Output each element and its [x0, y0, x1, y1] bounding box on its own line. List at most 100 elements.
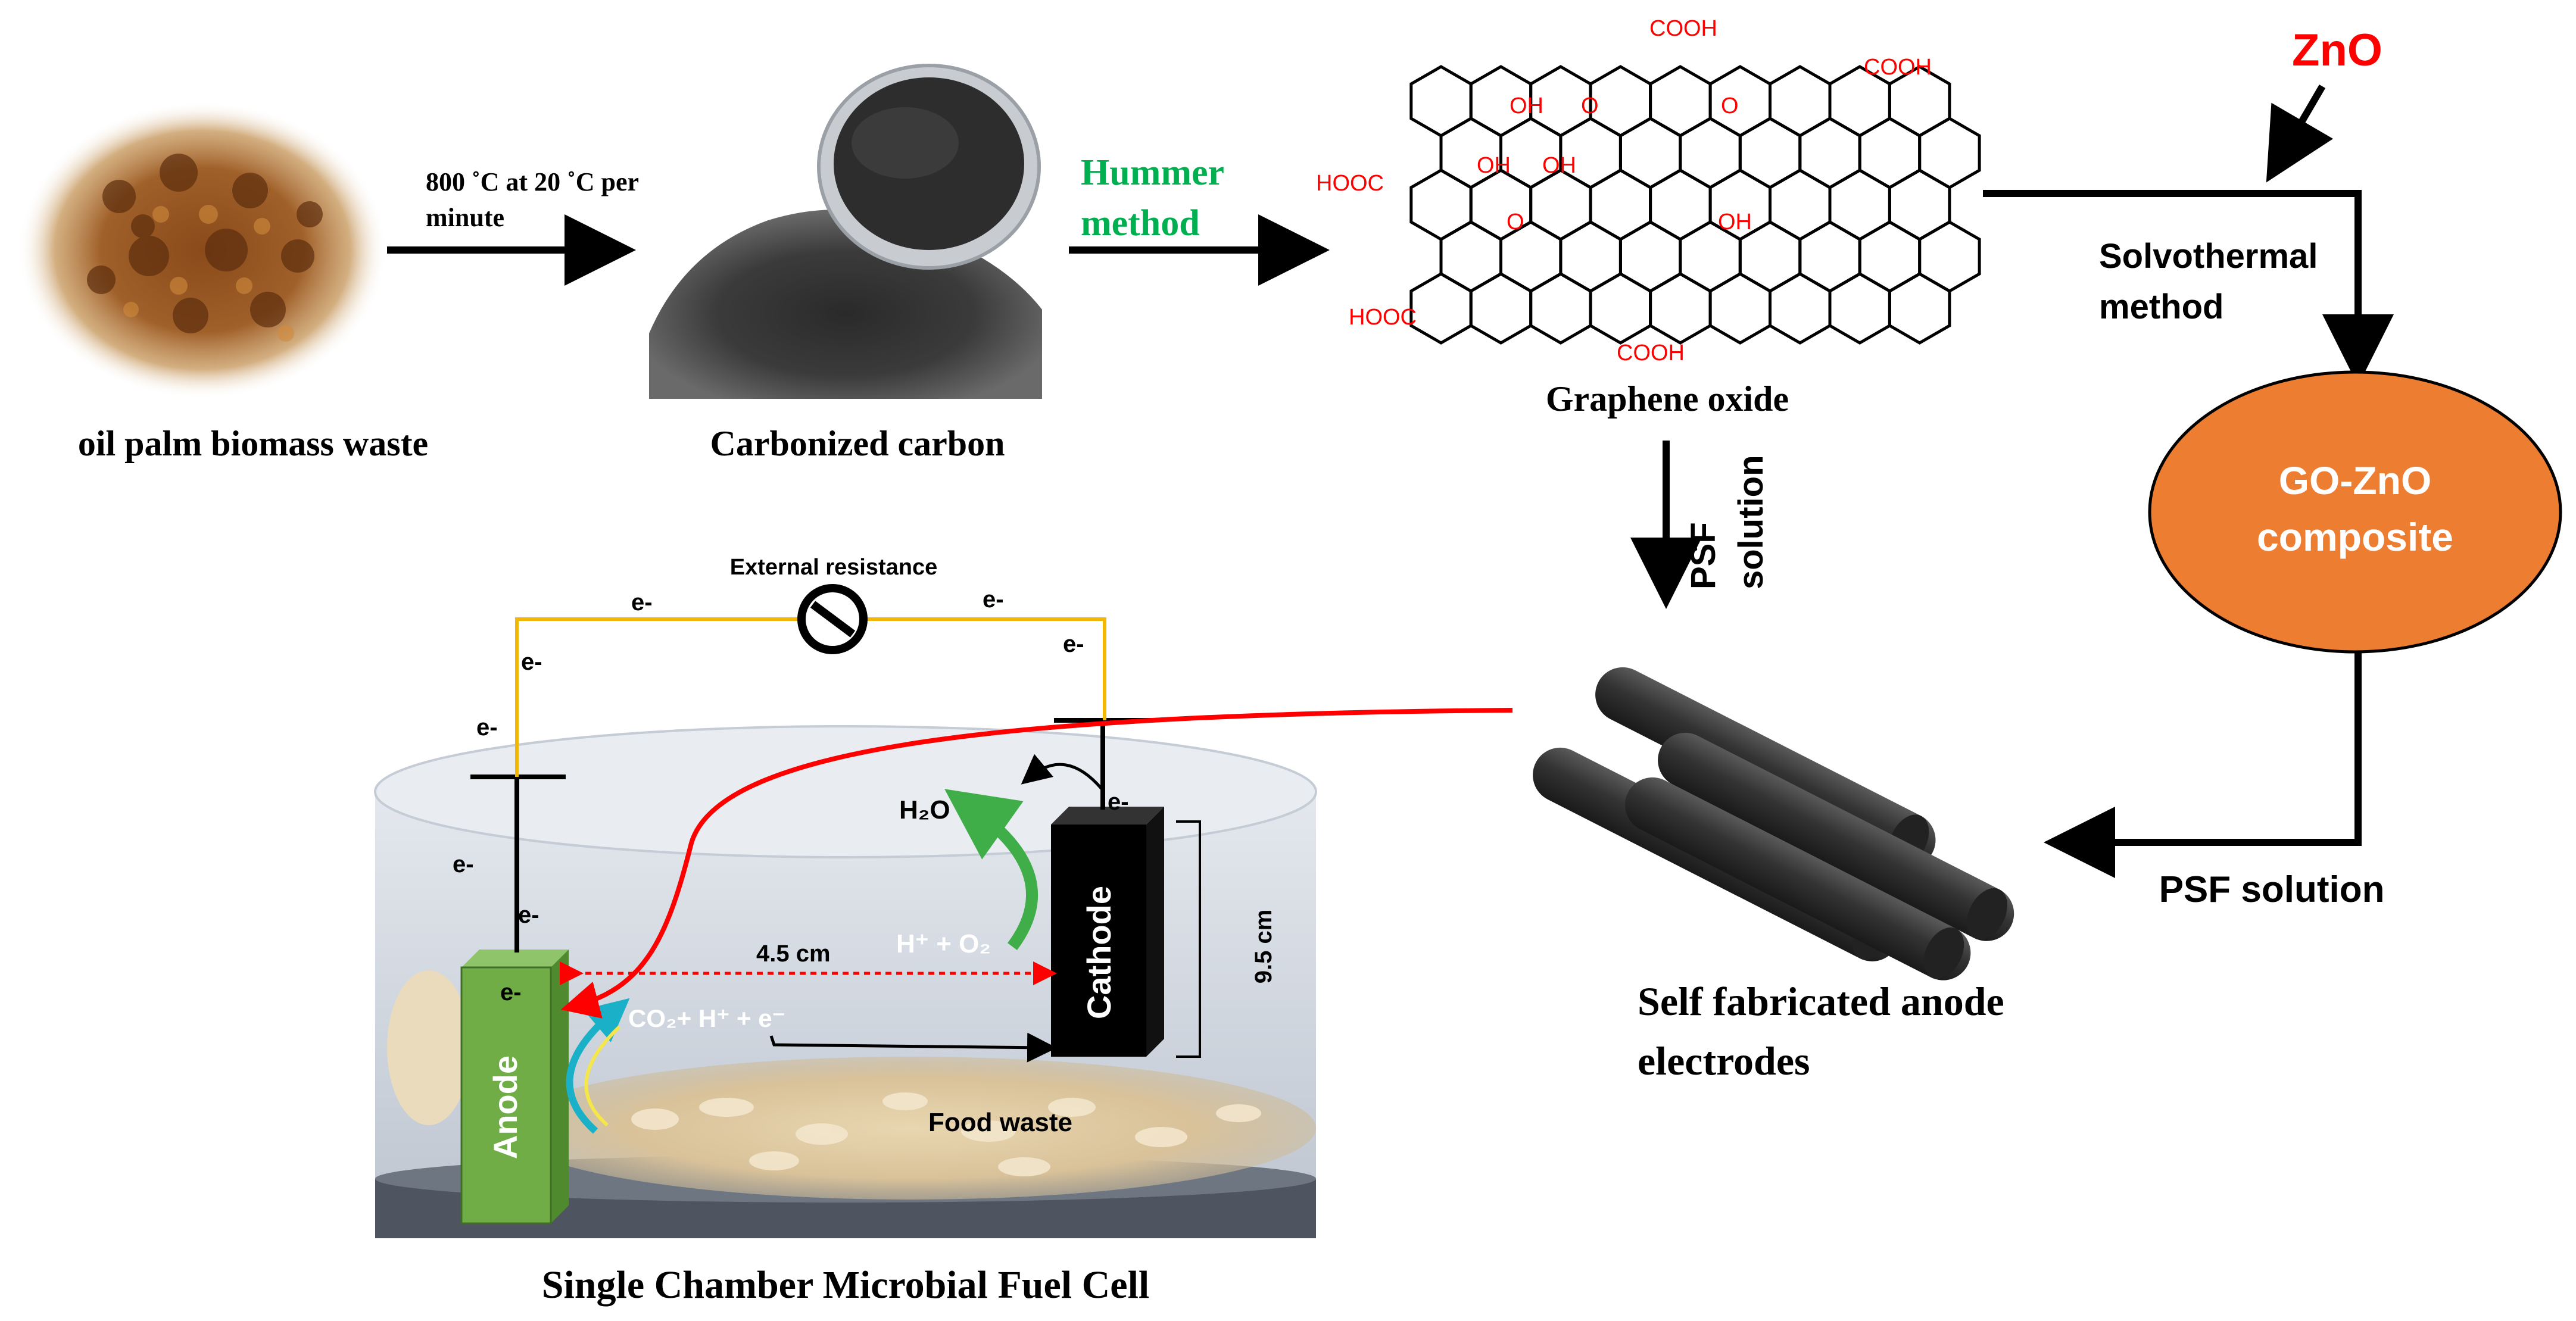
go-hexagon-ring: [1409, 168, 1473, 241]
go-group-hooc-left: HOOC: [1316, 171, 1384, 196]
composite-label-line2: composite: [2257, 515, 2453, 559]
go-group-oh-4: OH: [1718, 210, 1752, 235]
graphene-oxide-label: Graphene oxide: [1546, 379, 1789, 419]
go-hexagon-ring: [1529, 272, 1592, 345]
anode-reaction-label: CO₂+ H⁺ + e⁻: [628, 1004, 785, 1032]
fuel-cell-title: Single Chamber Microbial Fuel Cell: [542, 1263, 1150, 1307]
arrow-zno-in: [2266, 84, 2334, 183]
water-label: H₂O: [899, 795, 950, 825]
go-hexagon-ring: [1649, 272, 1712, 345]
go-hexagon-ring: [1589, 168, 1652, 241]
hummer-method-line2: method: [1081, 203, 1200, 243]
go-hexagon-ring: [1708, 272, 1772, 345]
go-hexagon-ring: [1649, 65, 1712, 138]
electrodes-label-line1: Self fabricated anode: [1638, 979, 2004, 1024]
hummer-method-line1: Hummer: [1081, 152, 1224, 193]
solvothermal-method-line1: Solvothermal: [2099, 237, 2318, 276]
go-group-cooh-top-right: COOH: [1864, 55, 1932, 80]
go-group-oh-1: OH: [1510, 93, 1543, 118]
go-hexagon-ring: [1798, 220, 1861, 293]
water-arrow: [944, 789, 1038, 950]
carbonization-condition-line2: minute: [426, 203, 504, 232]
food-waste-image: [387, 970, 1316, 1200]
psf-solution-vertical-line2: solution: [1732, 455, 1770, 589]
cathode-label: Cathode: [1080, 886, 1118, 1019]
electron-2: e-: [983, 586, 1004, 613]
go-hexagon-ring: [1798, 117, 1861, 189]
go-hexagon-ring: [1469, 272, 1533, 345]
go-hexagon-ring: [1679, 117, 1742, 189]
solvothermal-path: [1983, 190, 2394, 386]
cathode-block: [1051, 807, 1164, 1057]
electrodes-label-line2: electrodes: [1638, 1038, 1810, 1083]
go-hexagon-ring: [1918, 117, 1981, 189]
external-resistance-label: External resistance: [730, 555, 938, 580]
go-group-oh-3: OH: [1542, 153, 1576, 178]
electrode-to-anode-path: [560, 708, 1513, 1019]
go-hexagon-ring: [1769, 168, 1832, 241]
go-hexagon-ring: [1439, 220, 1502, 293]
zno-label: ZnO: [2292, 25, 2382, 76]
go-zno-composite-ellipse: [2148, 370, 2562, 654]
go-hexagon-ring: [1769, 65, 1832, 138]
go-group-cooh-top: COOH: [1649, 16, 1717, 41]
psf-solution-horizontal: PSF solution: [2159, 869, 2385, 910]
anode-reaction-arrow-inner: [584, 1025, 621, 1127]
electron-6: e-: [453, 851, 474, 877]
height-label: 9.5 cm: [1250, 910, 1277, 984]
anode-reaction-arrow: [566, 998, 630, 1134]
go-hexagon-ring: [1918, 220, 1981, 293]
proton-oxygen-label: H⁺ + O₂: [896, 929, 991, 958]
height-bracket: [1176, 820, 1201, 1058]
go-hexagon-ring: [1828, 168, 1891, 241]
go-hexagon-ring: [1738, 117, 1802, 189]
composite-label-line1: GO-ZnO: [2279, 458, 2432, 502]
resistor-icon: [797, 584, 868, 654]
go-hexagon-ring: [1858, 220, 1922, 293]
carbonization-condition-line1: 800 ˚C at 20 ˚C per: [426, 167, 639, 196]
go-hexagon-ring: [1529, 168, 1592, 241]
food-waste-label: Food waste: [928, 1108, 1072, 1137]
electron-labels: e- e- e- e- e- e- e- e- e-: [453, 586, 1129, 1005]
go-group-hooc-bottom-left: HOOC: [1349, 305, 1417, 330]
go-hexagon-ring: [1769, 272, 1832, 345]
go-hexagon-ring: [1409, 65, 1473, 138]
anode-label: Anode: [486, 1055, 524, 1159]
electron-4: e-: [1063, 631, 1084, 657]
solvothermal-method-line2: method: [2099, 288, 2223, 326]
psf-solution-vertical-line1: PSF: [1684, 522, 1723, 589]
cathode-electron-loop-arrow: [1021, 754, 1103, 790]
go-hexagon-ring: [1618, 220, 1682, 293]
go-hexagon-ring: [1589, 65, 1652, 138]
carbon-powder-image: [649, 64, 1042, 399]
distance-label: 4.5 cm: [756, 941, 831, 967]
go-hexagon-ring: [1888, 272, 1951, 345]
go-hexagon-ring: [1888, 168, 1951, 241]
electron-3: e-: [521, 649, 542, 675]
proton-transfer-arrow: [769, 1032, 1057, 1063]
anode-electrode-rods: [1533, 667, 2014, 980]
go-hexagon-ring: [1708, 65, 1772, 138]
biomass-image: [18, 101, 387, 399]
go-hexagon-ring: [1618, 117, 1682, 189]
electron-9: e-: [1108, 789, 1129, 815]
go-group-o-2: O: [1721, 93, 1739, 118]
go-hexagon-ring: [1649, 168, 1712, 241]
biomass-label: oil palm biomass waste: [78, 424, 428, 463]
electron-1: e-: [631, 589, 653, 616]
electron-5: e-: [476, 714, 498, 741]
go-hexagon-ring: [1409, 272, 1473, 345]
go-hexagon-ring: [1858, 117, 1922, 189]
electron-7: e-: [518, 902, 539, 928]
composite-to-electrodes-path: [2044, 652, 2362, 878]
go-group-o-3: O: [1507, 210, 1524, 235]
graphene-oxide-structure: [1409, 65, 1981, 345]
go-functional-groups: COOH COOH HOOC HOOC COOH OH OH OH OH O O…: [1316, 16, 1932, 366]
go-hexagon-ring: [1828, 272, 1891, 345]
go-group-cooh-bottom: COOH: [1617, 341, 1685, 366]
go-hexagon-ring: [1559, 220, 1622, 293]
carbon-label: Carbonized carbon: [710, 424, 1005, 463]
go-hexagon-ring: [1589, 272, 1652, 345]
